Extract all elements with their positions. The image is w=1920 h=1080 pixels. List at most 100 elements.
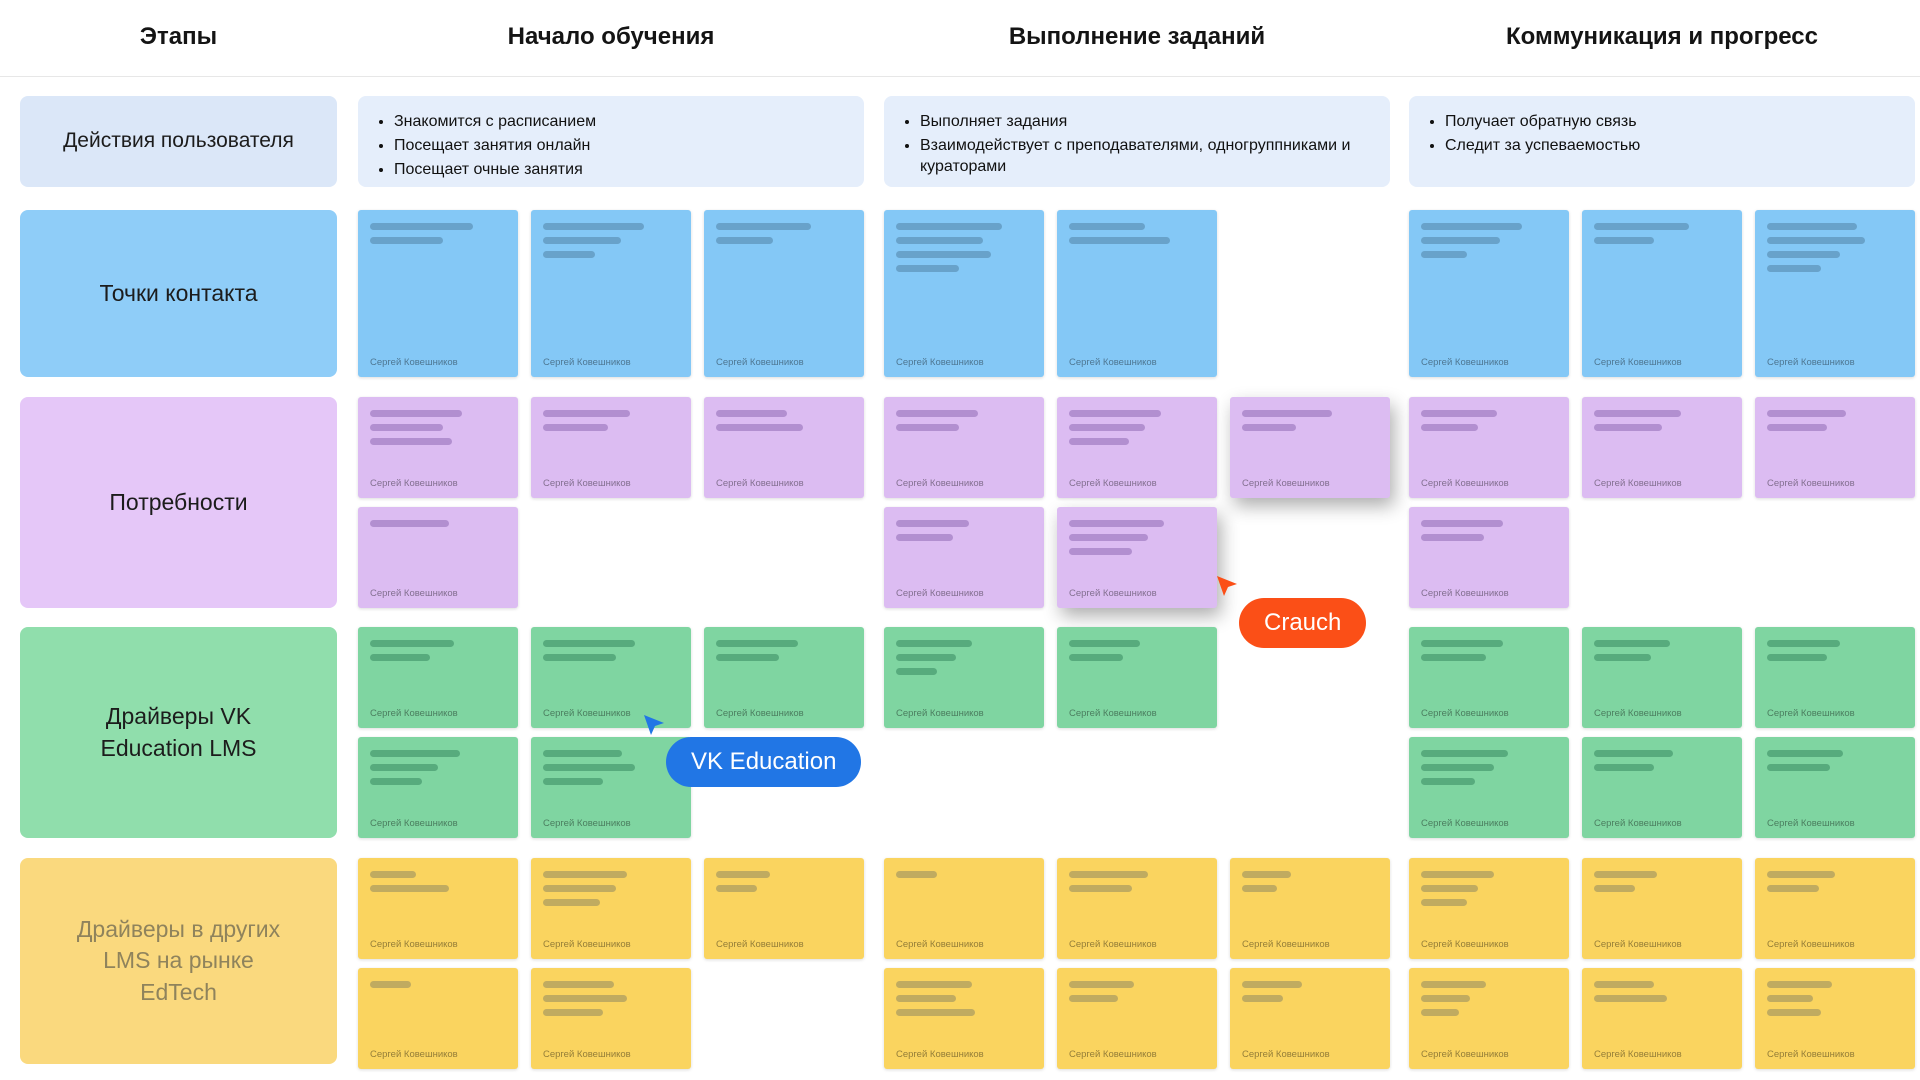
- sticky-note[interactable]: Сергей Ковешников: [1230, 968, 1390, 1069]
- sticky-author: Сергей Ковешников: [370, 1049, 458, 1060]
- sticky-note[interactable]: Сергей Ковешников: [1409, 507, 1569, 608]
- redacted-text-line: [1594, 223, 1690, 230]
- user-actions-box-start[interactable]: Знакомится с расписаниемПосещает занятия…: [358, 96, 864, 187]
- sticky-note[interactable]: Сергей Ковешников: [1409, 858, 1569, 959]
- redacted-text-line: [1421, 764, 1495, 771]
- sticky-note[interactable]: Сергей Ковешников: [1582, 737, 1742, 838]
- sticky-note[interactable]: Сергей Ковешников: [1755, 210, 1915, 377]
- redacted-text-line: [1421, 778, 1476, 785]
- sticky-note[interactable]: Сергей Ковешников: [884, 858, 1044, 959]
- sticky-note[interactable]: Сергей Ковешников: [884, 627, 1044, 728]
- sticky-note[interactable]: Сергей Ковешников: [358, 968, 518, 1069]
- sticky-note[interactable]: Сергей Ковешников: [1409, 627, 1569, 728]
- redacted-text-line: [896, 640, 973, 647]
- sticky-note[interactable]: Сергей Ковешников: [1409, 210, 1569, 377]
- sticky-note[interactable]: Сергей Ковешников: [1582, 968, 1742, 1069]
- redacted-text-line: [896, 981, 973, 988]
- redacted-text-line: [1767, 764, 1830, 771]
- sticky-author: Сергей Ковешников: [370, 588, 458, 599]
- redacted-text-line: [716, 424, 804, 431]
- sticky-note[interactable]: Сергей Ковешников: [704, 858, 864, 959]
- sticky-author: Сергей Ковешников: [1594, 357, 1682, 368]
- sticky-note[interactable]: Сергей Ковешников: [884, 507, 1044, 608]
- sticky-note[interactable]: Сергей Ковешников: [884, 397, 1044, 498]
- row-label-drivers-vk[interactable]: Драйверы VK Education LMS: [20, 627, 337, 838]
- sticky-note[interactable]: Сергей Ковешников: [358, 397, 518, 498]
- sticky-author: Сергей Ковешников: [896, 708, 984, 719]
- sticky-note[interactable]: Сергей Ковешников: [358, 507, 518, 608]
- redacted-text-line: [896, 534, 954, 541]
- sticky-note[interactable]: Сергей Ковешников: [1755, 397, 1915, 498]
- sticky-note[interactable]: Сергей Ковешников: [884, 968, 1044, 1069]
- sticky-note[interactable]: Сергей Ковешников: [884, 210, 1044, 377]
- user-actions-list-progress: Получает обратную связьСледит за успевае…: [1445, 111, 1899, 156]
- sticky-note[interactable]: Сергей Ковешников: [1409, 737, 1569, 838]
- sticky-author: Сергей Ковешников: [1421, 357, 1509, 368]
- sticky-note[interactable]: Сергей Ковешников: [704, 627, 864, 728]
- redacted-text-line: [1069, 981, 1135, 988]
- redacted-text-line: [543, 1009, 603, 1016]
- sticky-note[interactable]: Сергей Ковешников: [358, 627, 518, 728]
- sticky-note[interactable]: Сергей Ковешников: [531, 210, 691, 377]
- row-label-touchpoints[interactable]: Точки контакта: [20, 210, 337, 377]
- redacted-text-line: [370, 885, 449, 892]
- sticky-note[interactable]: Сергей Ковешников: [531, 627, 691, 728]
- user-actions-box-progress[interactable]: Получает обратную связьСледит за успевае…: [1409, 96, 1915, 187]
- row-label-drivers-other[interactable]: Драйверы в других LMS на рынке EdTech: [20, 858, 337, 1064]
- sticky-author: Сергей Ковешников: [1594, 818, 1682, 829]
- sticky-note[interactable]: Сергей Ковешников: [1755, 968, 1915, 1069]
- redacted-text-line: [1767, 640, 1841, 647]
- sticky-note[interactable]: Сергей Ковешников: [531, 737, 691, 838]
- sticky-note[interactable]: Сергей Ковешников: [1057, 627, 1217, 728]
- redacted-text-line: [1594, 410, 1682, 417]
- sticky-note[interactable]: Сергей Ковешников: [1409, 397, 1569, 498]
- redacted-text-line: [1421, 223, 1522, 230]
- sticky-note[interactable]: Сергей Ковешников: [1057, 858, 1217, 959]
- redacted-text-line: [370, 438, 452, 445]
- sticky-note[interactable]: Сергей Ковешников: [1582, 210, 1742, 377]
- sticky-note[interactable]: Сергей Ковешников: [1230, 397, 1390, 498]
- sticky-note[interactable]: Сергей Ковешников: [1582, 397, 1742, 498]
- sticky-note[interactable]: Сергей Ковешников: [704, 210, 864, 377]
- row-label-user-actions[interactable]: Действия пользователя: [20, 96, 337, 187]
- sticky-note[interactable]: Сергей Ковешников: [358, 737, 518, 838]
- sticky-note[interactable]: Сергей Ковешников: [1230, 858, 1390, 959]
- sticky-note[interactable]: Сергей Ковешников: [358, 210, 518, 377]
- redacted-text-line: [1421, 750, 1509, 757]
- sticky-note[interactable]: Сергей Ковешников: [1755, 737, 1915, 838]
- redacted-text-line: [1069, 995, 1118, 1002]
- sticky-note[interactable]: Сергей Ковешников: [531, 858, 691, 959]
- redacted-text-line: [1767, 251, 1841, 258]
- redacted-text-line: [543, 764, 636, 771]
- user-actions-list-start: Знакомится с расписаниемПосещает занятия…: [394, 111, 848, 180]
- column-title-stages: Этапы: [139, 23, 218, 50]
- sticky-author: Сергей Ковешников: [1421, 588, 1509, 599]
- sticky-note[interactable]: Сергей Ковешников: [531, 397, 691, 498]
- sticky-author: Сергей Ковешников: [1767, 478, 1855, 489]
- redacted-text-line: [543, 871, 628, 878]
- sticky-note[interactable]: Сергей Ковешников: [358, 858, 518, 959]
- sticky-note[interactable]: Сергей Ковешников: [1755, 627, 1915, 728]
- redacted-text-line: [896, 995, 956, 1002]
- sticky-note[interactable]: Сергей Ковешников: [1409, 968, 1569, 1069]
- sticky-author: Сергей Ковешников: [1594, 478, 1682, 489]
- sticky-note[interactable]: Сергей Ковешников: [1057, 968, 1217, 1069]
- user-actions-box-tasks[interactable]: Выполняет заданияВзаимодействует с препо…: [884, 96, 1390, 187]
- redacted-text-line: [1767, 410, 1846, 417]
- redacted-text-line: [896, 424, 959, 431]
- sticky-note[interactable]: Сергей Ковешников: [1582, 627, 1742, 728]
- sticky-note[interactable]: Сергей Ковешников: [1755, 858, 1915, 959]
- sticky-note[interactable]: Сергей Ковешников: [704, 397, 864, 498]
- sticky-note[interactable]: Сергей Ковешников: [1582, 858, 1742, 959]
- row-label-needs[interactable]: Потребности: [20, 397, 337, 608]
- sticky-note[interactable]: Сергей Ковешников: [1057, 397, 1217, 498]
- sticky-note[interactable]: Сергей Ковешников: [1057, 507, 1217, 608]
- sticky-author: Сергей Ковешников: [896, 1049, 984, 1060]
- sticky-note[interactable]: Сергей Ковешников: [1057, 210, 1217, 377]
- sticky-author: Сергей Ковешников: [1594, 939, 1682, 950]
- redacted-text-line: [1069, 237, 1170, 244]
- sticky-author: Сергей Ковешников: [716, 357, 804, 368]
- sticky-note[interactable]: Сергей Ковешников: [531, 968, 691, 1069]
